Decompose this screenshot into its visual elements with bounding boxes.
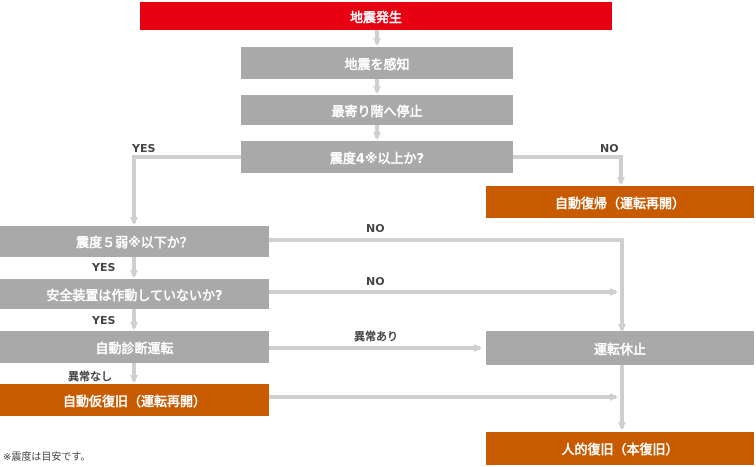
label-no-intensity4: NO [600,142,619,155]
label-no-safety: NO [366,275,385,288]
start-node: 地震発生 [140,2,612,30]
label-yes-intensity4: YES [132,142,156,155]
edge-q5-no [269,238,626,332]
label-abnormal: 異常あり [354,330,398,343]
temp-return-node: 自動仮復旧（運転再開） [0,384,269,416]
manual-return-node: 人的復旧（本復旧） [486,432,754,465]
diagnosis-node: 自動診断運転 [0,331,269,363]
suspend-node: 運転休止 [486,331,754,365]
footnote: ※震度は目安です。 [3,452,91,463]
auto-return-node: 自動復帰（運転再開） [486,186,754,218]
label-yes-intensity5: YES [92,261,116,274]
safety-question-node: 安全装置は作動していないか? [0,279,269,309]
stop-node: 最寄り階へ停止 [241,95,513,125]
label-normal: 異常なし [68,370,112,383]
intensity5-question-node: 震度５弱※以下か？ [0,226,269,257]
detect-node: 地震を感知 [241,47,513,79]
edge-q4-no [513,155,625,185]
intensity4-question-node: 震度4※以上か? [241,141,513,173]
edge-q4-yes [130,155,241,225]
label-no-intensity5: NO [366,222,385,235]
label-yes-safety: YES [92,314,116,327]
